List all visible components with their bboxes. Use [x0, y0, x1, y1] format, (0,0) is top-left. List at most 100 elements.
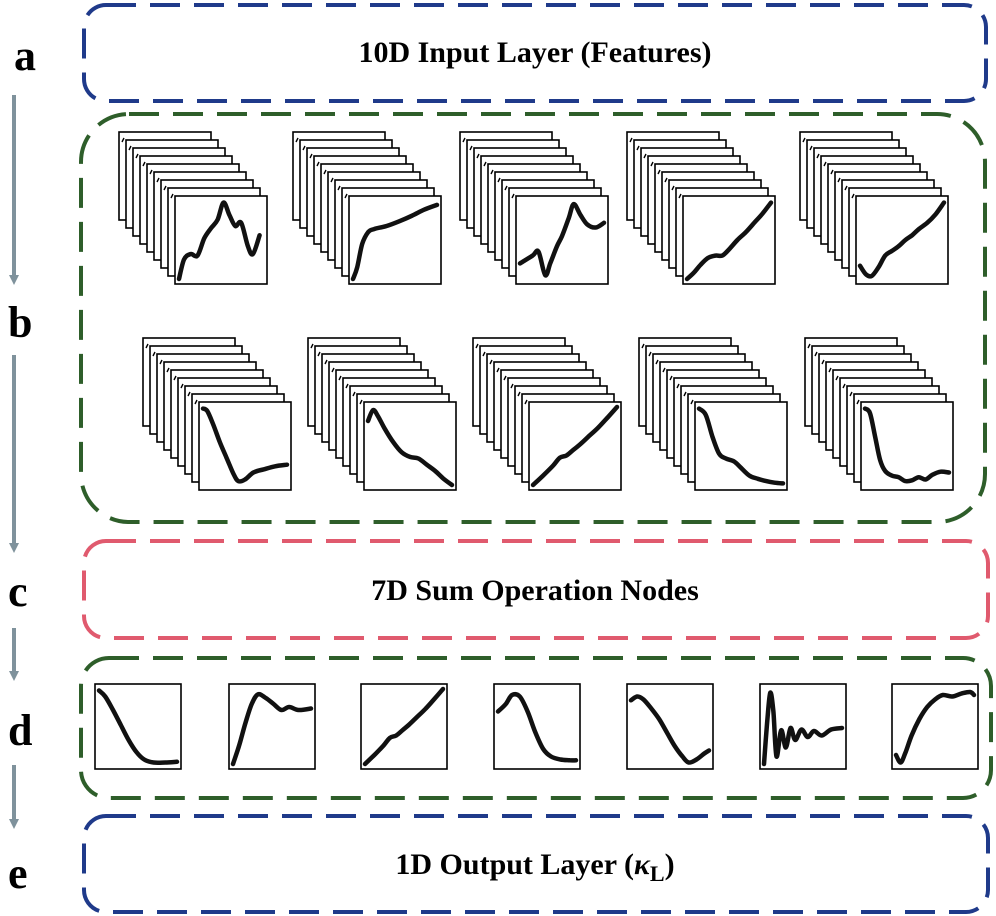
stack-frame-tick [636, 145, 640, 151]
stack-frame-tick [814, 351, 818, 357]
stack-frame-tick [156, 177, 160, 183]
stage-letter-b: b [8, 298, 32, 347]
stack-frame-tick [830, 169, 834, 175]
stack-curve [696, 406, 786, 486]
stack-frame-tick [323, 169, 327, 175]
stack-frame-tick [802, 137, 806, 143]
stack-frame-tick [483, 161, 487, 167]
stage-letter-c: c [8, 567, 28, 616]
stack-frame-tick [121, 137, 125, 143]
activation-panel [891, 683, 979, 770]
sum-layer-title: 7D Sum Operation Nodes [371, 574, 699, 607]
stack-frame-tick [128, 145, 132, 151]
stack-frame-tick [849, 391, 853, 397]
stack-frame [198, 401, 292, 491]
output-title-end: ) [665, 848, 675, 881]
stack-frame-tick [338, 375, 342, 381]
hidden-layer-d-panels [94, 683, 979, 770]
panel-curve [628, 694, 712, 765]
activation-panel [360, 683, 448, 770]
stack-frame-tick [152, 351, 156, 357]
stack-frame-tick [359, 399, 363, 405]
stack-frame-tick [482, 351, 486, 357]
stack-frame-tick [159, 359, 163, 365]
stack-curve [862, 406, 952, 484]
stack-curve [517, 201, 607, 278]
stack-frame-tick [650, 161, 654, 167]
feature-stack [118, 131, 268, 285]
stack-frame-tick [316, 161, 320, 167]
stack-frame-tick [489, 359, 493, 365]
stack-frame-tick [187, 391, 191, 397]
activation-panel [626, 683, 714, 770]
stack-frame-tick [669, 375, 673, 381]
output-layer-title: 1D Output Layer (κL) [395, 848, 674, 886]
stack-frame-tick [310, 343, 314, 349]
stack-frame-tick [180, 383, 184, 389]
panel-curve [761, 690, 845, 767]
stack-frame-tick [295, 137, 299, 143]
output-layer-box [82, 814, 990, 914]
stack-frame-tick [657, 169, 661, 175]
stack-frame [682, 195, 776, 285]
stack-frame [694, 401, 788, 491]
stack-frame-tick [135, 153, 139, 159]
stack-frame-tick [352, 391, 356, 397]
activation-panel [493, 683, 581, 770]
stack-frame-tick [503, 375, 507, 381]
stack-frame-tick [844, 185, 848, 191]
panel-curve [96, 688, 180, 765]
stack-frame-tick [821, 359, 825, 365]
stack-frame-tick [173, 375, 177, 381]
stack-curve [176, 200, 262, 282]
feature-stack [804, 337, 954, 491]
hidden-layer-d-box [79, 656, 993, 800]
stack-frame-tick [324, 359, 328, 365]
stack-frame-tick [344, 193, 348, 199]
stack-frame-tick [837, 177, 841, 183]
stack-frame-tick [641, 343, 645, 349]
stack-frame-tick [842, 383, 846, 389]
stack-frame-tick [149, 169, 153, 175]
stack-frame-tick [476, 153, 480, 159]
feature-stack [626, 131, 776, 285]
panel-frame [493, 683, 581, 770]
panel-curve [362, 686, 446, 767]
stack-frame-tick [828, 367, 832, 373]
output-title-main: 1D Output Layer ( [395, 848, 634, 881]
output-title-symbol: κ [634, 848, 651, 881]
stack-frame-tick [809, 145, 813, 151]
feature-stack [638, 337, 788, 491]
stack-curve [684, 200, 774, 282]
hidden-layer-b-stacks [118, 131, 954, 491]
stack-frame-tick [690, 399, 694, 405]
stack-frame-tick [166, 367, 170, 373]
stack-frame-tick [496, 367, 500, 373]
stack-frame-tick [469, 145, 473, 151]
stack-frame-tick [302, 145, 306, 151]
stage-letter-a: a [14, 31, 36, 80]
stack-frame-tick [856, 399, 860, 405]
stack-frame-tick [816, 153, 820, 159]
stack-frame-tick [807, 343, 811, 349]
stack-frame-tick [823, 161, 827, 167]
stack-frame-tick [345, 383, 349, 389]
stack-frame-tick [331, 367, 335, 373]
stack-frame-tick [835, 375, 839, 381]
feature-stack [142, 337, 292, 491]
stack-frame-tick [475, 343, 479, 349]
stack-frame-tick [309, 153, 313, 159]
stack-frame-tick [851, 193, 855, 199]
stack-frame-tick [643, 153, 647, 159]
input-layer-box [82, 3, 988, 103]
stack-frame-tick [330, 177, 334, 183]
stack-frame-tick [676, 383, 680, 389]
stack-curve [200, 406, 290, 484]
stack-frame-tick [163, 185, 167, 191]
panel-curve [495, 691, 579, 763]
stack-curve [365, 407, 455, 488]
stack-frame-tick [497, 177, 501, 183]
stack-frame-tick [683, 391, 687, 397]
stack-frame-tick [462, 137, 466, 143]
